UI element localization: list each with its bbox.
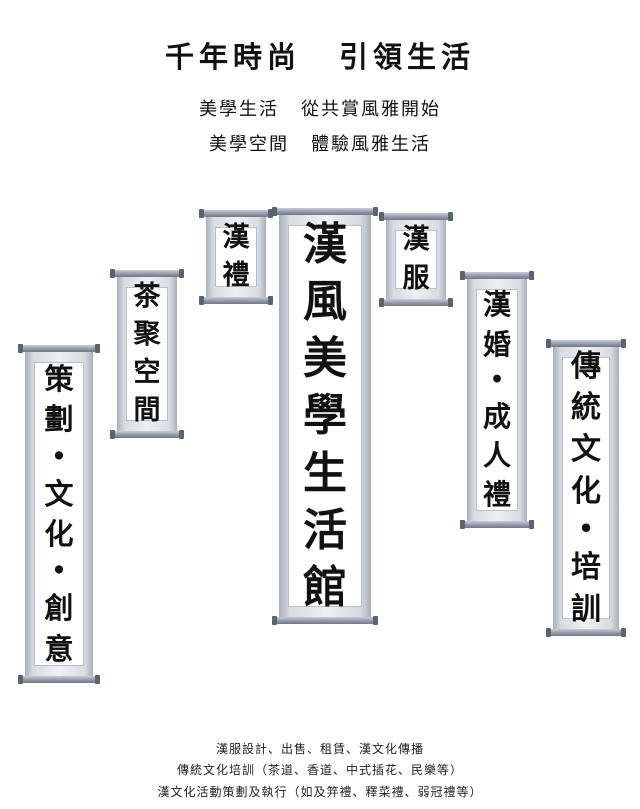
scroll-planning: 策劃•文化•創意 bbox=[18, 344, 100, 684]
scroll-text: 漢禮 bbox=[215, 222, 257, 291]
scroll-rod-end bbox=[373, 616, 378, 625]
scroll-rod-end bbox=[18, 675, 23, 684]
scroll-rod-end bbox=[621, 339, 626, 348]
scroll-rod-end bbox=[268, 296, 273, 305]
scroll-rod-end bbox=[110, 269, 115, 278]
scroll-top-rod bbox=[276, 208, 374, 215]
main-title-left: 千年時尚 bbox=[164, 40, 301, 74]
scroll-bottom-rod bbox=[203, 297, 269, 304]
scroll-paper: 傳統文化•培訓 bbox=[553, 347, 619, 629]
scroll-top-rod bbox=[383, 213, 449, 220]
scroll-bottom-rod bbox=[464, 521, 530, 528]
scroll-paper: 漢風美學生活館 bbox=[279, 215, 371, 617]
scroll-bottom-rod bbox=[550, 629, 622, 636]
scroll-rod-end bbox=[448, 212, 453, 221]
scroll-text: 茶聚空間 bbox=[126, 281, 168, 426]
scroll-rod-end bbox=[18, 344, 23, 353]
scroll-culture: 傳統文化•培訓 bbox=[546, 339, 626, 637]
scroll-text: 漢風美學生活館 bbox=[288, 219, 362, 612]
scroll-han-fu: 漢服 bbox=[379, 212, 453, 307]
scroll-text: 策劃•文化•創意 bbox=[34, 362, 84, 666]
scroll-tea-space: 茶聚空間 bbox=[110, 269, 184, 439]
scroll-rod-end bbox=[529, 520, 534, 529]
scroll-paper: 漢服 bbox=[386, 220, 446, 299]
scroll-text: 漢服 bbox=[395, 225, 437, 293]
scroll-paper: 茶聚空間 bbox=[117, 277, 177, 431]
scroll-rod-end bbox=[621, 628, 626, 637]
scroll-center: 漢風美學生活館 bbox=[272, 207, 378, 625]
main-title: 千年時尚 引領生活 bbox=[0, 34, 640, 76]
scroll-top-rod bbox=[114, 270, 180, 277]
scroll-rod-end bbox=[546, 339, 551, 348]
scroll-rod-end bbox=[95, 675, 100, 684]
scroll-rod-end bbox=[546, 628, 551, 637]
scroll-rod-end bbox=[272, 616, 277, 625]
scroll-rod-end bbox=[110, 430, 115, 439]
scroll-rod-end bbox=[179, 269, 184, 278]
scroll-rod-end bbox=[448, 298, 453, 307]
scroll-bottom-rod bbox=[22, 676, 96, 683]
scroll-han-li: 漢禮 bbox=[199, 209, 273, 305]
scroll-top-rod bbox=[550, 340, 622, 347]
scroll-rod-end bbox=[268, 209, 273, 218]
main-title-right: 引領生活 bbox=[339, 40, 476, 74]
subtitle-2-left: 美學空間 bbox=[209, 134, 289, 155]
scroll-paper: 策劃•文化•創意 bbox=[25, 352, 93, 676]
scroll-rod-end bbox=[95, 344, 100, 353]
scroll-top-rod bbox=[203, 210, 269, 217]
scroll-bottom-rod bbox=[383, 299, 449, 306]
subtitle-line-1: 美學生活 從共賞風雅開始 bbox=[0, 95, 640, 121]
footer-line-3: 漢文化活動策劃及執行（如及笄禮、釋菜禮、弱冠禮等） bbox=[157, 785, 483, 799]
scroll-rod-end bbox=[529, 271, 534, 280]
scroll-rod-end bbox=[272, 207, 277, 216]
subtitle-1-right: 從共賞風雅開始 bbox=[301, 99, 441, 120]
scroll-rod-end bbox=[379, 298, 384, 307]
subtitle-1-left: 美學生活 bbox=[199, 99, 279, 120]
scroll-rod-end bbox=[379, 212, 384, 221]
scroll-rod-end bbox=[199, 209, 204, 218]
scroll-paper: 漢婚•成人禮 bbox=[467, 279, 527, 521]
scroll-wedding: 漢婚•成人禮 bbox=[460, 271, 534, 529]
scroll-text: 傳統文化•培訓 bbox=[562, 350, 610, 626]
scroll-rod-end bbox=[199, 296, 204, 305]
scroll-bottom-rod bbox=[276, 617, 374, 624]
scroll-top-rod bbox=[22, 345, 96, 352]
scroll-rod-end bbox=[460, 271, 465, 280]
subtitle-line-2: 美學空間 體驗風雅生活 bbox=[0, 130, 640, 156]
footer-line-1: 漢服設計、出售、租賃、漢文化傳播 bbox=[215, 742, 424, 756]
scroll-rod-end bbox=[373, 207, 378, 216]
scroll-text: 漢婚•成人禮 bbox=[476, 289, 518, 511]
scroll-rod-end bbox=[179, 430, 184, 439]
footer-line-2: 傳統文化培訓（茶道、香道、中式插花、民樂等） bbox=[176, 763, 463, 777]
scroll-rod-end bbox=[460, 520, 465, 529]
scroll-bottom-rod bbox=[114, 431, 180, 438]
subtitle-2-right: 體驗風雅生活 bbox=[311, 134, 431, 155]
scroll-paper: 漢禮 bbox=[206, 217, 266, 297]
scroll-top-rod bbox=[464, 272, 530, 279]
